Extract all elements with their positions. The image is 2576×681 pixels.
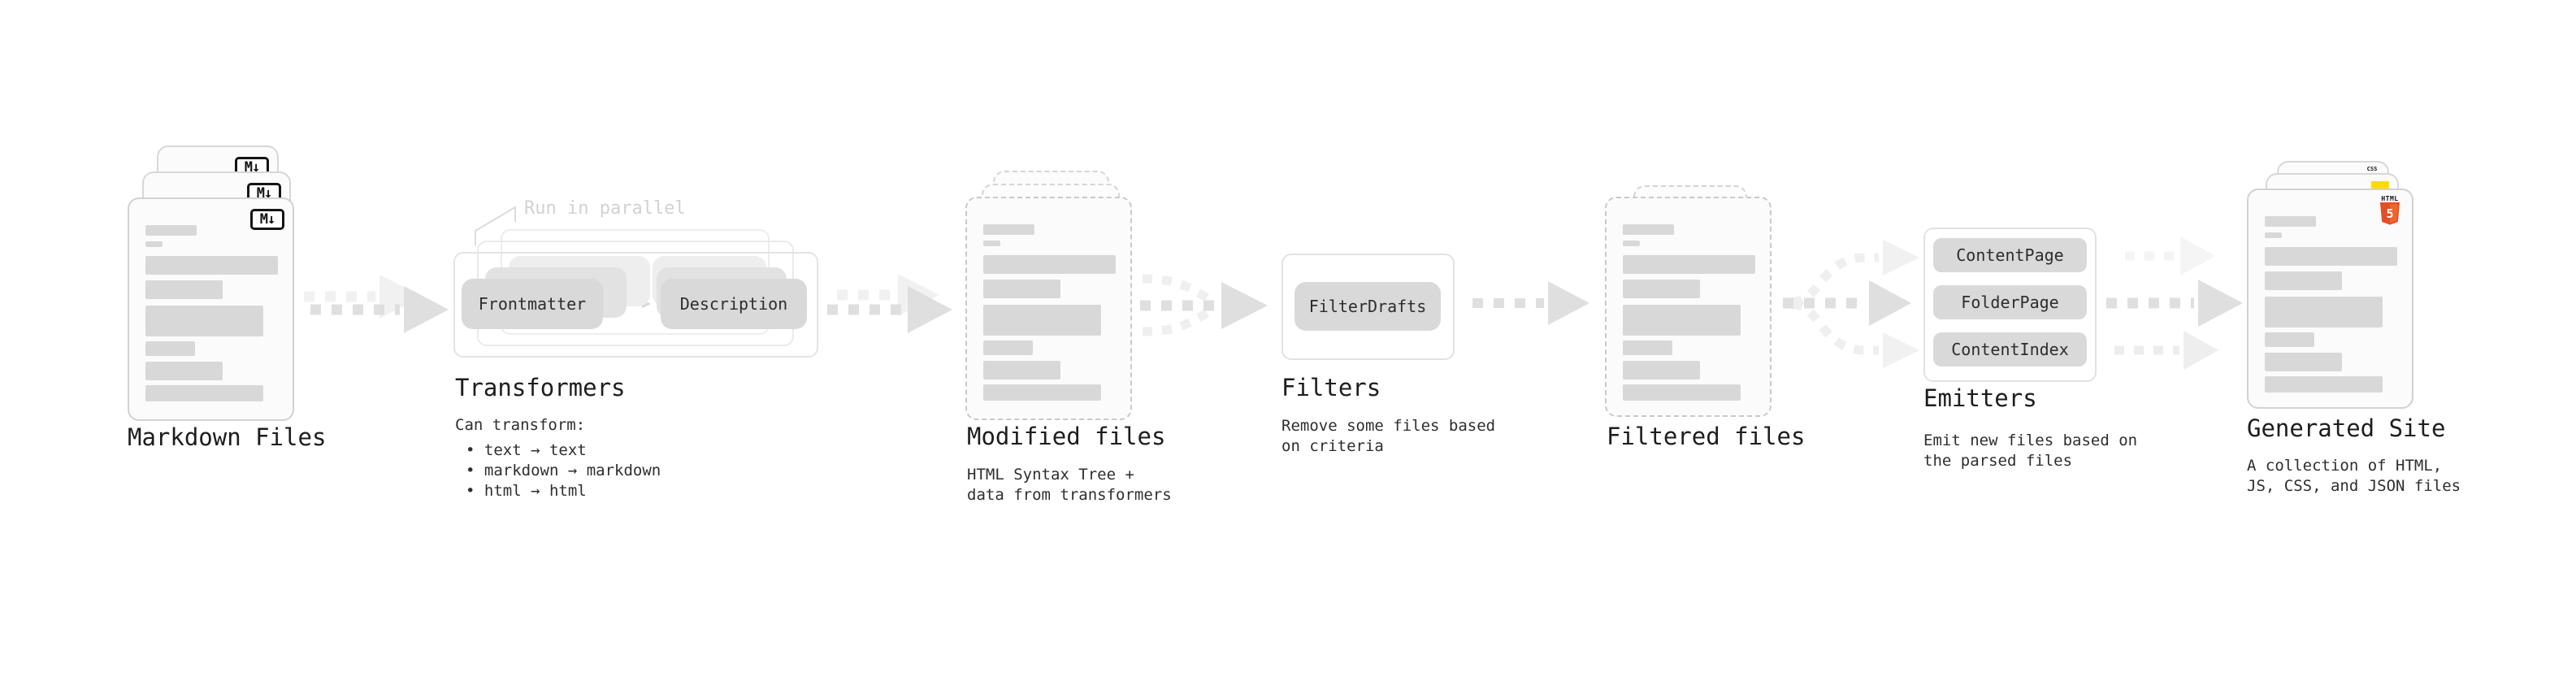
stage-label-filters: Filters [1281, 374, 1381, 401]
arrow-emitters-to-site [2106, 236, 2243, 370]
doc-text-line [1623, 241, 1640, 246]
stage-label-markdown-files: Markdown Files [128, 423, 327, 451]
filter-pill-filterdrafts: FilterDrafts [1295, 282, 1441, 331]
stage-label-filtered-files: Filtered files [1607, 423, 1806, 450]
doc-text-line [983, 305, 1101, 336]
stage-label-generated-site: Generated Site [2247, 414, 2446, 442]
transformer-pill-frontmatter: Frontmatter [462, 279, 603, 329]
doc-text-line [2265, 216, 2316, 227]
markdown-doc-card-front: M↓ [128, 197, 294, 421]
js-badge [2371, 181, 2389, 189]
doc-text-line [145, 280, 223, 299]
emitter-pill-folderpage: FolderPage [1933, 285, 2087, 319]
stage-label-emitters: Emitters [1923, 384, 2037, 412]
transformer-pill-description: Description [661, 279, 807, 329]
transformers-desc-title: Can transform: [455, 416, 586, 434]
doc-text-line [145, 385, 263, 401]
doc-text-line [1623, 255, 1755, 274]
doc-text-line [1623, 305, 1741, 336]
doc-text-line [2265, 297, 2383, 327]
doc-text-line [1623, 224, 1674, 235]
doc-text-line [145, 362, 223, 380]
emitters-desc: Emit new files based on the parsed files [1923, 432, 2138, 470]
site-doc-card-front: HTML 5 [2247, 189, 2413, 409]
arrow-modified-to-filters-fan-in [1140, 274, 1268, 336]
transformers-bullet: • text → text [466, 441, 587, 459]
modified-doc-card-front [965, 197, 1132, 420]
doc-text-line [145, 341, 195, 356]
doc-text-line [1623, 361, 1700, 380]
emitter-pill-contentindex: ContentIndex [1933, 332, 2087, 367]
filters-desc: Remove some files based on criteria [1281, 417, 1496, 455]
html5-icon: HTML 5 [2378, 195, 2402, 227]
doc-text-line [145, 241, 163, 247]
doc-text-line [983, 255, 1116, 274]
html5-number: 5 [2386, 206, 2393, 221]
doc-text-line [145, 225, 197, 236]
doc-text-line [2265, 247, 2397, 266]
doc-text-line [983, 241, 1000, 246]
arrow-transformers-to-modified [827, 274, 952, 333]
doc-text-line [2265, 232, 2282, 238]
doc-text-line [983, 224, 1034, 235]
emitter-pill-contentpage: ContentPage [1933, 238, 2087, 272]
doc-text-line [983, 361, 1060, 380]
arrow-filters-to-filtered [1472, 281, 1589, 325]
transformers-bullet: • html → html [466, 482, 587, 500]
modified-files-desc: HTML Syntax Tree + data from transformer… [967, 466, 1172, 504]
transformers-bullet: • markdown → markdown [466, 462, 661, 479]
html5-shield: 5 [2380, 202, 2400, 225]
generated-site-desc: A collection of HTML, JS, CSS, and JSON … [2247, 457, 2461, 495]
run-in-parallel-note: Run in parallel [524, 198, 686, 219]
markdown-icon: M↓ [250, 209, 284, 230]
arrow-filtered-to-emitters-fan-out [1783, 240, 1919, 368]
css-badge-label: CSS [2366, 166, 2378, 172]
doc-text-line [2265, 353, 2342, 371]
doc-text-line [983, 384, 1101, 401]
stage-label-transformers: Transformers [455, 374, 626, 401]
doc-text-line [2265, 332, 2314, 347]
doc-text-line [145, 256, 278, 275]
doc-text-line [1623, 340, 1672, 355]
doc-text-line [1623, 280, 1700, 298]
doc-text-line [983, 280, 1060, 298]
doc-text-line [1623, 384, 1741, 401]
doc-text-line [2265, 271, 2342, 290]
transformers-box-front [453, 252, 818, 358]
stage-label-modified-files: Modified files [967, 423, 1166, 450]
doc-text-line [983, 340, 1033, 355]
doc-text-line [145, 306, 263, 336]
doc-text-line [2265, 376, 2383, 393]
filtered-doc-card-front [1605, 197, 1772, 417]
html5-label: HTML [2381, 195, 2399, 202]
arrow-markdown-to-transformers [304, 275, 449, 333]
